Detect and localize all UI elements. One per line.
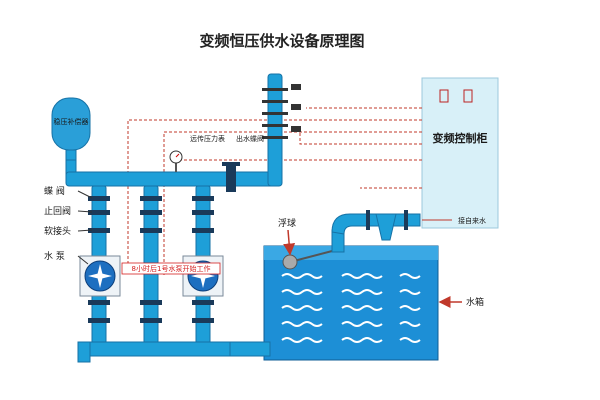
outlet-valve-label: 出水蝶阀 <box>236 134 264 143</box>
control-cabinet: 变频控制柜 <box>421 77 499 229</box>
soft-joint-label: 软接头 <box>44 225 71 237</box>
pressure-gauge <box>169 150 183 172</box>
pressure-tank: 稳压补偿器 <box>51 97 91 163</box>
diagram-title: 变频恒压供水设备原理图 <box>199 32 364 50</box>
float-ball-label: 浮球 <box>278 217 296 229</box>
pressure-tank-label: 稳压补偿器 <box>54 117 89 126</box>
control-cabinet-label: 变频控制柜 <box>433 131 488 145</box>
left-labels: 蝶 阀 止回阀 软接头 水 泵 <box>44 185 93 265</box>
check-valve-label: 止回阀 <box>44 205 71 217</box>
inlet-pipe <box>331 210 421 253</box>
remote-gauge-label: 远传压力表 <box>190 134 225 143</box>
pump-note: 8小时后1号水泵开始工作 <box>132 264 211 273</box>
pump-2 <box>182 255 224 297</box>
outlet-valve <box>222 162 240 192</box>
tap-water-label: 接自来水 <box>458 216 486 225</box>
water-tank-label: 水箱 <box>466 296 484 308</box>
float-ball <box>282 249 337 270</box>
riser-valves <box>262 84 301 139</box>
water-pump-label: 水 泵 <box>44 250 65 262</box>
branch-valves <box>88 196 214 323</box>
water-waves <box>281 273 421 343</box>
butterfly-valve-label: 蝶 阀 <box>44 185 65 197</box>
